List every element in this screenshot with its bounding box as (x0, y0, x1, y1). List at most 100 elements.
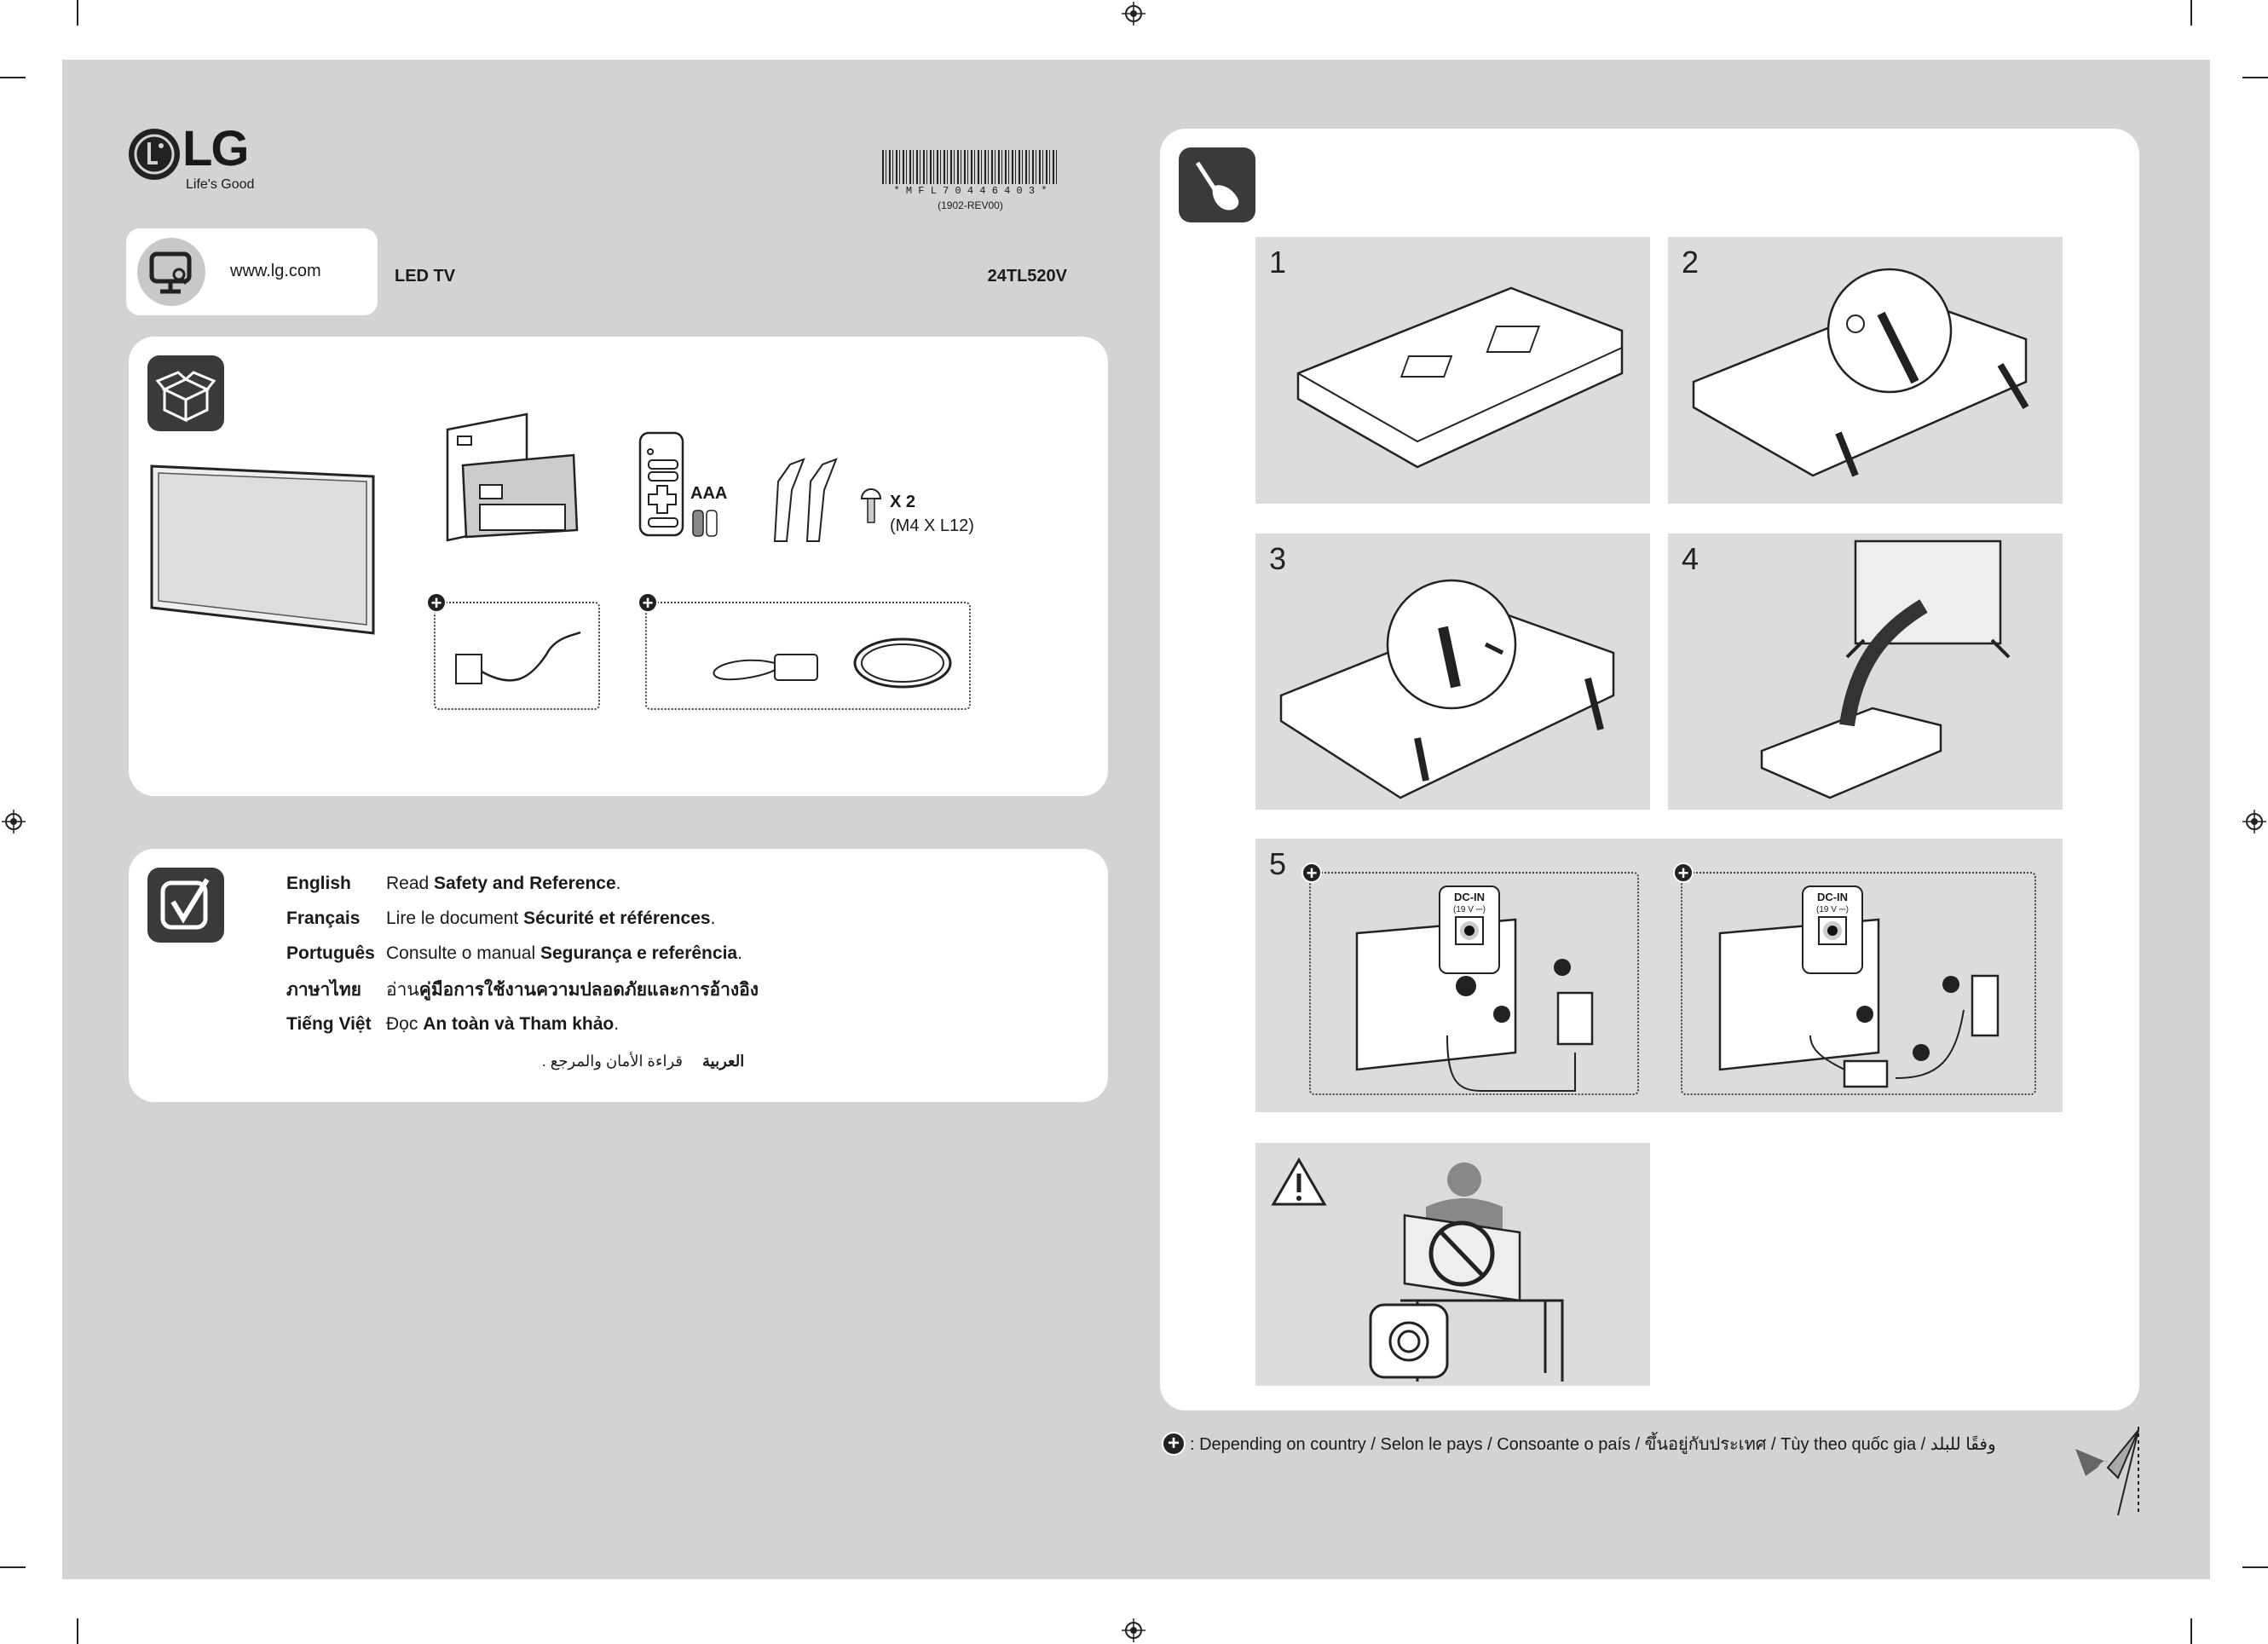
punct: . (614, 1014, 620, 1034)
dc-jack-icon (1818, 916, 1847, 945)
doc-text: อ่าน (386, 980, 419, 1000)
attach-stand-screw-illustration (1692, 268, 2029, 477)
lg-logo-icon (129, 129, 180, 180)
optional-plus-icon: + (1162, 1432, 1186, 1456)
punct: . (710, 909, 716, 928)
screw-spec: (M4 X L12) (890, 516, 974, 535)
crop-mark (77, 1618, 78, 1644)
registration-mark-icon (2242, 810, 2266, 834)
optional-plus-icon: + (638, 592, 658, 613)
crop-mark (2190, 1618, 2192, 1644)
doc-row-french: Français Lire le document Sécurité et réf… (286, 908, 1053, 943)
crop-mark (2190, 0, 2192, 26)
optional-plus-icon: + (1301, 862, 1322, 883)
monitor-search-icon (137, 238, 205, 306)
batteries-illustration (692, 510, 718, 537)
doc-text: Lire le document (386, 909, 524, 928)
arabic-language-label: العربية (702, 1053, 745, 1070)
doc-text: Đọc (386, 1014, 424, 1034)
doc-row-english: English Read Safety and Reference. (286, 873, 1053, 908)
crop-mark (2242, 1566, 2268, 1568)
battery-label: AAA (690, 484, 728, 503)
tv-back-adapter-cord-illustration (1718, 918, 2000, 1088)
lg-logo-text: LG (182, 121, 250, 176)
dc-in-label: DC-IN (1453, 891, 1486, 903)
documents-panel: English Read Safety and Reference. França… (129, 849, 1108, 1102)
open-box-icon (147, 355, 224, 431)
doc-text: Consulte o manual (386, 943, 540, 963)
step-2-panel: 2 (1668, 237, 2063, 504)
punct: . (615, 874, 621, 893)
language-label: Português (286, 943, 375, 963)
step-number: 2 (1682, 245, 1700, 280)
doc-title: Sécurité et références (523, 909, 711, 928)
wall-adapter-illustration (455, 631, 581, 684)
punct: . (737, 943, 742, 963)
arabic-doc-text: قراءة الأمان والمرجع . (541, 1053, 683, 1070)
optional-adapter-box (434, 602, 600, 710)
language-label: English (286, 874, 351, 893)
doc-title: คู่มือการใช้งานความปลอดภัยและการอ้างอิง (418, 980, 759, 1000)
step-3-panel: 3 (1255, 534, 1650, 810)
do-not-press-screen-illustration (1369, 1162, 1564, 1382)
crop-mark (77, 0, 78, 26)
step-4-panel: 4 (1668, 534, 2063, 810)
page-turn-icon (2075, 1427, 2139, 1516)
model-number: 24TL520V (987, 267, 1067, 286)
doc-row-vietnamese: Tiếng Việt Đọc An toàn và Tham khảo. (286, 1013, 1053, 1049)
step-number: 5 (1269, 846, 1287, 881)
step-5-panel: 5 DC-IN (19 V ⎓) + DC-IN (19 V ⎓) + (1255, 839, 2063, 1112)
power-connection-option-a: DC-IN (19 V ⎓) (1309, 872, 1639, 1095)
depending-on-country-note: : Depending on country / Selon le pays /… (1190, 1435, 1996, 1454)
step-number: 1 (1269, 245, 1287, 280)
doc-title: Segurança e referência (540, 943, 738, 963)
language-label: Français (286, 909, 361, 928)
stand-legs-illustration (773, 458, 838, 542)
dc-in-voltage: (19 V ⎓) (1816, 905, 1849, 914)
tv-face-down-illustration (1296, 286, 1624, 469)
screw-quantity: X 2 (890, 493, 916, 511)
power-connection-option-b: DC-IN (19 V ⎓) (1681, 872, 2036, 1095)
remote-control-illustration (638, 431, 684, 537)
step-number: 4 (1682, 541, 1700, 576)
dc-in-label: DC-IN (1816, 891, 1849, 903)
screwdriver-icon (1179, 147, 1255, 222)
website-box: www.lg.com (126, 228, 378, 315)
doc-title: Safety and Reference (434, 874, 616, 893)
crop-mark (0, 1566, 26, 1568)
language-label: Tiếng Việt (286, 1014, 372, 1034)
doc-row-portuguese: Português Consulte o manual Segurança e r… (286, 943, 1053, 979)
product-type: LED TV (395, 267, 456, 286)
doc-text: Read (386, 874, 435, 893)
warning-panel (1255, 1143, 1650, 1386)
dc-in-callout: DC-IN (19 V ⎓) (1439, 885, 1500, 974)
crop-mark (0, 77, 26, 78)
registration-mark-icon (1122, 1618, 1146, 1642)
screw-icon (860, 488, 882, 523)
step-1-panel: 1 (1255, 237, 1650, 504)
barcode (882, 150, 1059, 184)
warning-triangle-icon (1271, 1157, 1327, 1206)
dc-in-callout: DC-IN (19 V ⎓) (1802, 885, 1863, 974)
tagline: Life's Good (186, 177, 255, 192)
revision-code: (1902-REV00) (938, 199, 1003, 211)
insert-stand-illustration (1279, 579, 1615, 799)
barcode-text: * M F L 7 0 4 4 6 4 0 3 * (893, 185, 1047, 197)
doc-title: An toàn và Tham khảo (423, 1014, 615, 1034)
optional-adapter-cable-box (645, 602, 971, 710)
step-number: 3 (1269, 541, 1287, 576)
doc-row-thai: ภาษาไทยอ่านคู่มือการใช้งานความปลอดภัยและ… (286, 979, 1053, 1013)
optional-plus-icon: + (1673, 862, 1694, 883)
website-link[interactable]: www.lg.com (230, 262, 321, 280)
tv-illustration (150, 464, 375, 635)
registration-mark-icon (1122, 2, 1146, 26)
stand-tv-upright-illustration (1760, 539, 2011, 799)
adapter-and-power-cord-illustration (713, 637, 952, 689)
optional-plus-icon: + (426, 592, 447, 613)
crop-mark (2242, 77, 2268, 78)
checkmark-document-icon (147, 868, 224, 943)
dc-in-voltage: (19 V ⎓) (1453, 905, 1486, 914)
registration-mark-icon (2, 810, 26, 834)
dc-jack-icon (1455, 916, 1484, 945)
box-contents-panel: AAA X 2 (M4 X L12) + + (129, 337, 1108, 796)
